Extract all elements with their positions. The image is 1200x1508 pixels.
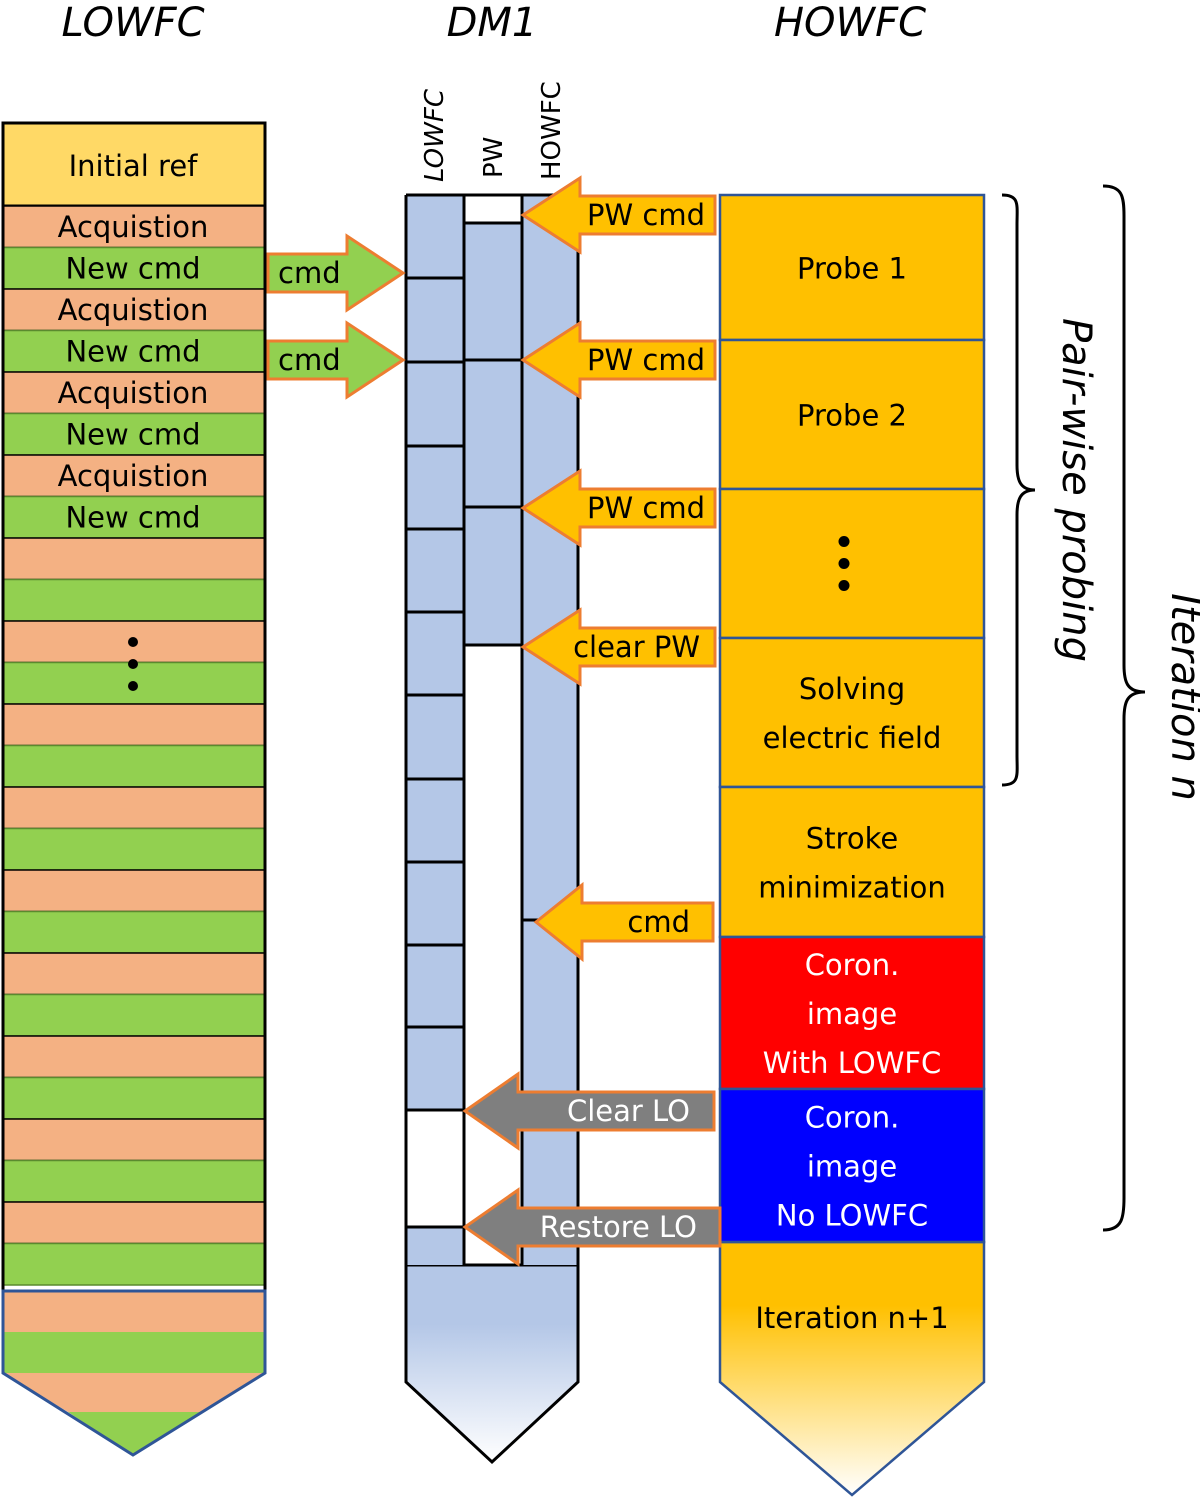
iteration-n-label: Iteration n (1162, 593, 1200, 801)
command-arrow: Restore LO (462, 1187, 722, 1267)
dm1-pw-active (464, 223, 522, 645)
new-cmd-label: New cmd (65, 251, 200, 285)
arrow-label: PW cmd (587, 343, 705, 377)
arrow-label: PW cmd (587, 198, 705, 232)
dm1-lowfc-restored (406, 1227, 464, 1265)
pairwise-probing-brace (1001, 193, 1036, 787)
lowfc-column-title: LOWFC (61, 0, 204, 46)
howfc-step-label: Probe 2 (797, 399, 907, 433)
howfc-step-label: electric field (763, 721, 942, 755)
howfc-step-label: Probe 1 (797, 252, 907, 286)
acquisition-label: Acquistion (58, 459, 209, 493)
acquisition-step (2, 869, 266, 913)
arrow-label: clear PW (573, 630, 700, 664)
howfc-step-label: With LOWFC (763, 1046, 942, 1080)
dm1-pw-empty-top (464, 195, 522, 223)
dm1-lowfc-channel-label: LOWFC (420, 88, 450, 182)
new-cmd-step (2, 1159, 266, 1203)
acquisition-step (2, 703, 266, 747)
dm1-column (404, 193, 580, 1465)
new-cmd-step (2, 1242, 266, 1286)
arrow-label: Clear LO (567, 1094, 690, 1128)
new-cmd-step (68, 1412, 200, 1455)
new-cmd-label: New cmd (65, 500, 200, 534)
pairwise-probing-label: Pair-wise probing (1053, 318, 1099, 662)
dm1-howfc-channel-label: HOWFC (537, 81, 567, 180)
next-iteration-block (718, 1240, 986, 1497)
howfc-step-label: Coron. (805, 948, 900, 982)
new-cmd-step (3, 1332, 265, 1373)
howfc-step (718, 1087, 986, 1244)
new-cmd-step (2, 993, 266, 1037)
howfc-step (718, 338, 986, 491)
acquisition-step (2, 1035, 266, 1079)
new-cmd-step (2, 827, 266, 871)
acquisition-label: Acquistion (58, 210, 209, 244)
command-arrow: PW cmd (520, 175, 717, 255)
howfc-step (718, 785, 986, 939)
lowfc-ellipsis-icon (128, 637, 138, 691)
next-iteration-label: Iteration n+1 (755, 1301, 948, 1335)
acquisition-label: Acquistion (58, 293, 209, 327)
new-cmd-label: New cmd (65, 334, 200, 368)
lowfc-cmd-arrow: cmd (266, 233, 406, 313)
command-arrow: PW cmd (520, 468, 717, 548)
arrow-label: cmd (627, 905, 690, 939)
howfc-column: Iteration n+1 Probe 1 Probe 2 Solving elect… (718, 193, 986, 1497)
new-cmd-step (2, 910, 266, 954)
initial-ref-block (1, 121, 267, 208)
howfc-step-label: image (807, 1150, 897, 1184)
howfc-step (718, 487, 986, 640)
command-arrow: PW cmd (520, 320, 717, 400)
arrow-label: Restore LO (540, 1210, 697, 1244)
howfc-step-label: Coron. (805, 1101, 900, 1135)
howfc-step-label: image (807, 997, 897, 1031)
initial-ref-label: Initial ref (69, 149, 199, 183)
iteration-n-brace (1102, 184, 1146, 1232)
acquisition-step (2, 1201, 266, 1245)
acquisition-step (2, 205, 266, 249)
command-arrow: cmd (533, 881, 715, 963)
acquisition-step (2, 1118, 266, 1162)
acquisition-step (3, 1373, 265, 1412)
howfc-column-title: HOWFC (774, 0, 926, 46)
acquisition-step (2, 952, 266, 996)
dm1-continuation (404, 1263, 580, 1465)
howfc-step-label: minimization (758, 871, 946, 905)
acquisition-label: Acquistion (58, 376, 209, 410)
command-arrow: clear PW (520, 607, 717, 687)
dm1-lowfc-active (406, 195, 464, 1110)
acquisition-step (2, 537, 266, 581)
arrow-label: PW cmd (587, 491, 705, 525)
new-cmd-step (2, 578, 266, 622)
howfc-step-label: Solving (799, 672, 905, 706)
acquisition-step (3, 1291, 265, 1332)
arrow-label: cmd (278, 343, 341, 377)
howfc-step (718, 636, 986, 789)
lowfc-cmd-arrow: cmd (266, 320, 406, 400)
new-cmd-label: New cmd (65, 417, 200, 451)
howfc-ellipsis-icon (838, 536, 850, 591)
howfc-step-label: Stroke (806, 822, 898, 856)
howfc-step-label: No LOWFC (776, 1199, 928, 1233)
command-arrow: Clear LO (462, 1071, 716, 1151)
arrow-label: cmd (278, 256, 341, 290)
dm1-column-title: DM1 (447, 0, 538, 46)
dm1-pw-channel-label: PW (479, 137, 509, 178)
acquisition-step (2, 786, 266, 830)
new-cmd-step (2, 744, 266, 788)
new-cmd-step (2, 1076, 266, 1120)
new-cmd-step (2, 246, 266, 290)
howfc-step (718, 193, 986, 342)
dm1-lowfc-cleared (406, 1110, 464, 1227)
